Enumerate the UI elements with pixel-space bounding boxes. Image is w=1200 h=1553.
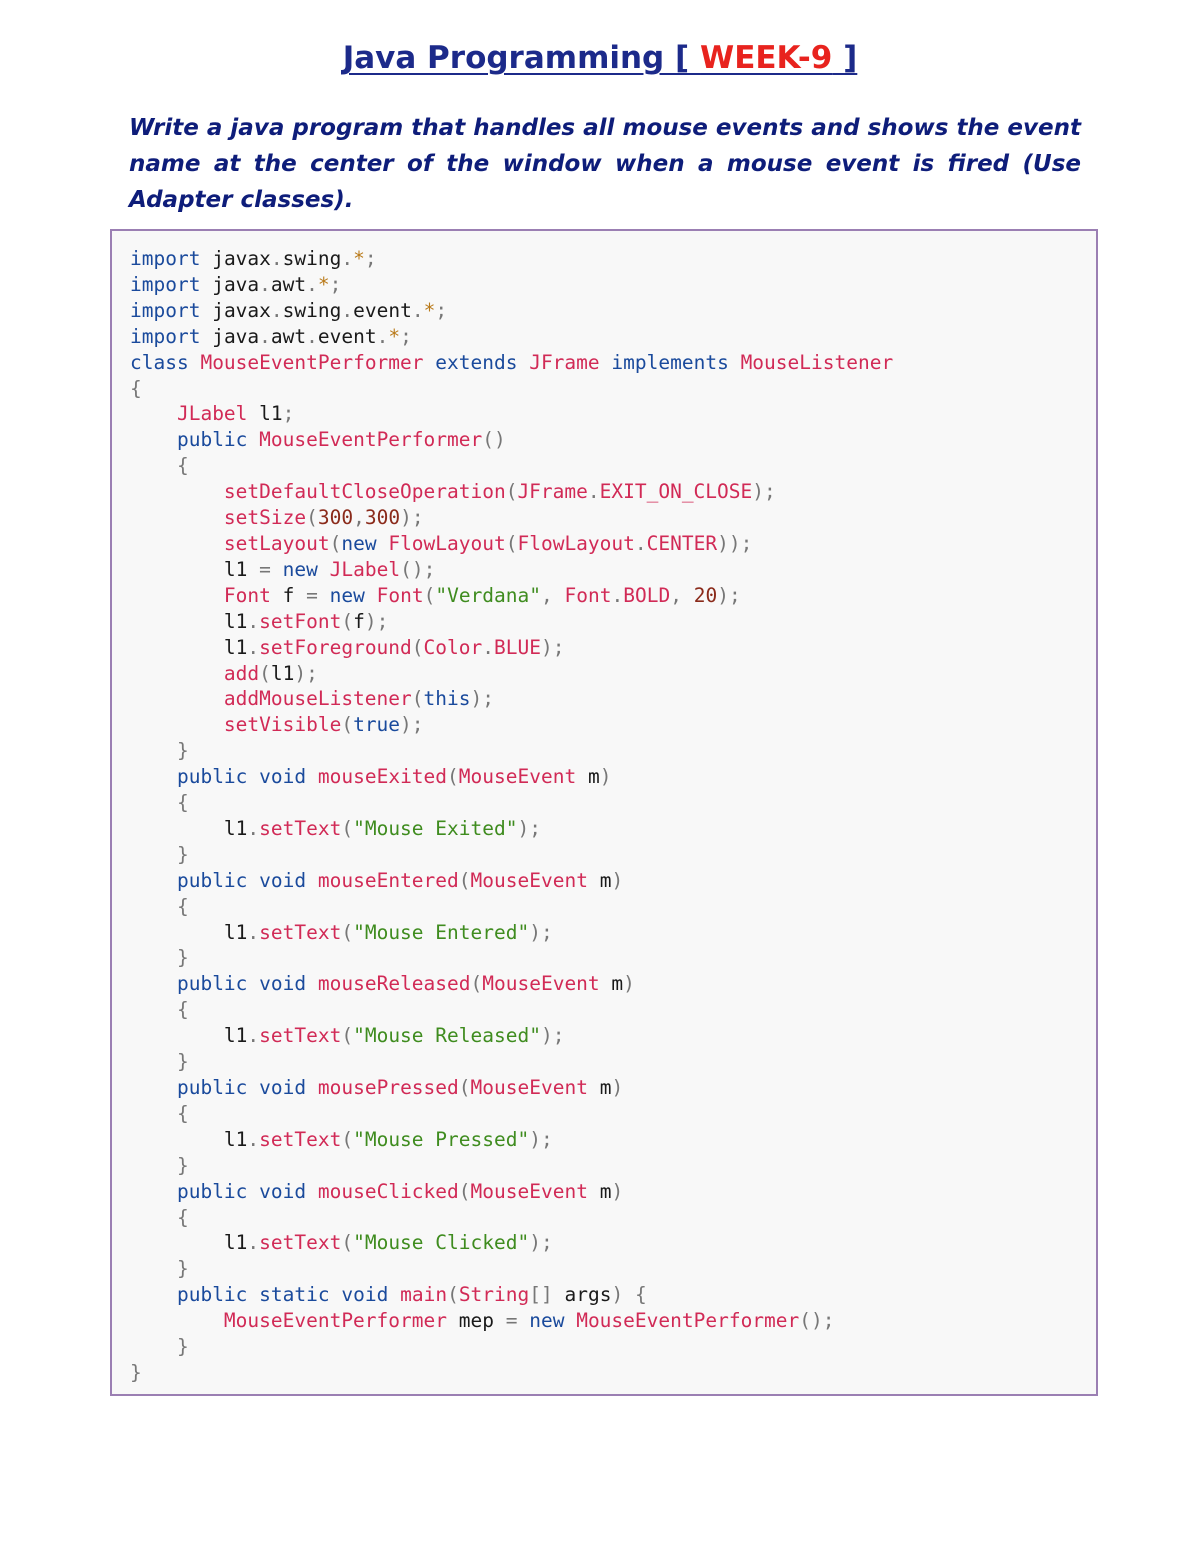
code-line: import java.awt.*; [130, 272, 342, 296]
code-line: setDefaultCloseOperation(JFrame.EXIT_ON_… [223, 480, 776, 504]
code-line: l1.setText("Mouse Clicked"); [223, 1231, 553, 1255]
code-line: setVisible(true); [223, 713, 424, 737]
code-line: public void mouseExited(MouseEvent m) [176, 765, 612, 789]
code-line: { [176, 1101, 189, 1125]
code-line: public static void main(String[] args) { [176, 1283, 647, 1307]
code-line: } [130, 1360, 142, 1384]
code-line: public void mousePressed(MouseEvent m) [176, 1076, 624, 1099]
code-line: { [176, 791, 189, 815]
code-line: JLabel l1; [176, 402, 295, 426]
code-line: public MouseEventPerformer() [176, 428, 506, 452]
code-line: } [176, 1335, 189, 1359]
code-line: { [130, 376, 142, 400]
title-suffix: ] [832, 40, 858, 76]
task-description: Write a java program that handles all mo… [129, 115, 1081, 213]
title-prefix: Java Programming [ [342, 40, 701, 76]
code-line: } [176, 739, 189, 763]
code-line: l1 = new JLabel(); [223, 557, 436, 581]
code-line: setSize(300,300); [223, 506, 424, 530]
code-line: public void mouseReleased(MouseEvent m) [176, 972, 635, 996]
code-line: addMouseListener(this); [223, 687, 494, 711]
code-line: { [176, 454, 189, 478]
code-line: add(l1); [223, 661, 318, 685]
code-line: public void mouseEntered(MouseEvent m) [176, 868, 624, 892]
code-line: { [176, 894, 189, 918]
code-line: l1.setForeground(Color.BLUE); [223, 635, 565, 659]
code-line: setLayout(new FlowLayout(FlowLayout.CENT… [223, 531, 753, 555]
title-underlined: Java Programming [ WEEK-9 ] [343, 40, 858, 76]
code-line: import javax.swing.event.*; [130, 298, 448, 322]
page-title: Java Programming [ WEEK-9 ] [0, 40, 1200, 76]
code-listing: import javax.swing.*; import java.awt.*;… [130, 246, 1096, 1386]
code-line: import javax.swing.*; [130, 247, 377, 270]
code-line: } [176, 1050, 189, 1074]
code-line: } [176, 1257, 189, 1281]
code-line: MouseEventPerformer mep = new MouseEvent… [223, 1309, 835, 1333]
code-line: class MouseEventPerformer extends JFrame… [130, 350, 894, 374]
code-line: { [176, 998, 189, 1022]
code-line: } [176, 842, 189, 866]
title-week: WEEK-9 [700, 40, 833, 76]
code-line: } [176, 946, 189, 970]
code-line: } [176, 1153, 189, 1177]
code-line: l1.setText("Mouse Entered"); [223, 920, 553, 944]
code-block: import javax.swing.*; import java.awt.*;… [110, 229, 1098, 1396]
code-line: public void mouseClicked(MouseEvent m) [176, 1179, 624, 1203]
code-line: l1.setFont(f); [223, 609, 389, 633]
code-line: l1.setText("Mouse Released"); [223, 1024, 565, 1048]
code-line: import java.awt.event.*; [130, 324, 412, 348]
code-line: l1.setText("Mouse Pressed"); [223, 1127, 553, 1151]
code-line: l1.setText("Mouse Exited"); [223, 816, 541, 840]
code-line: { [176, 1205, 189, 1229]
code-line: Font f = new Font("Verdana", Font.BOLD, … [223, 583, 741, 607]
